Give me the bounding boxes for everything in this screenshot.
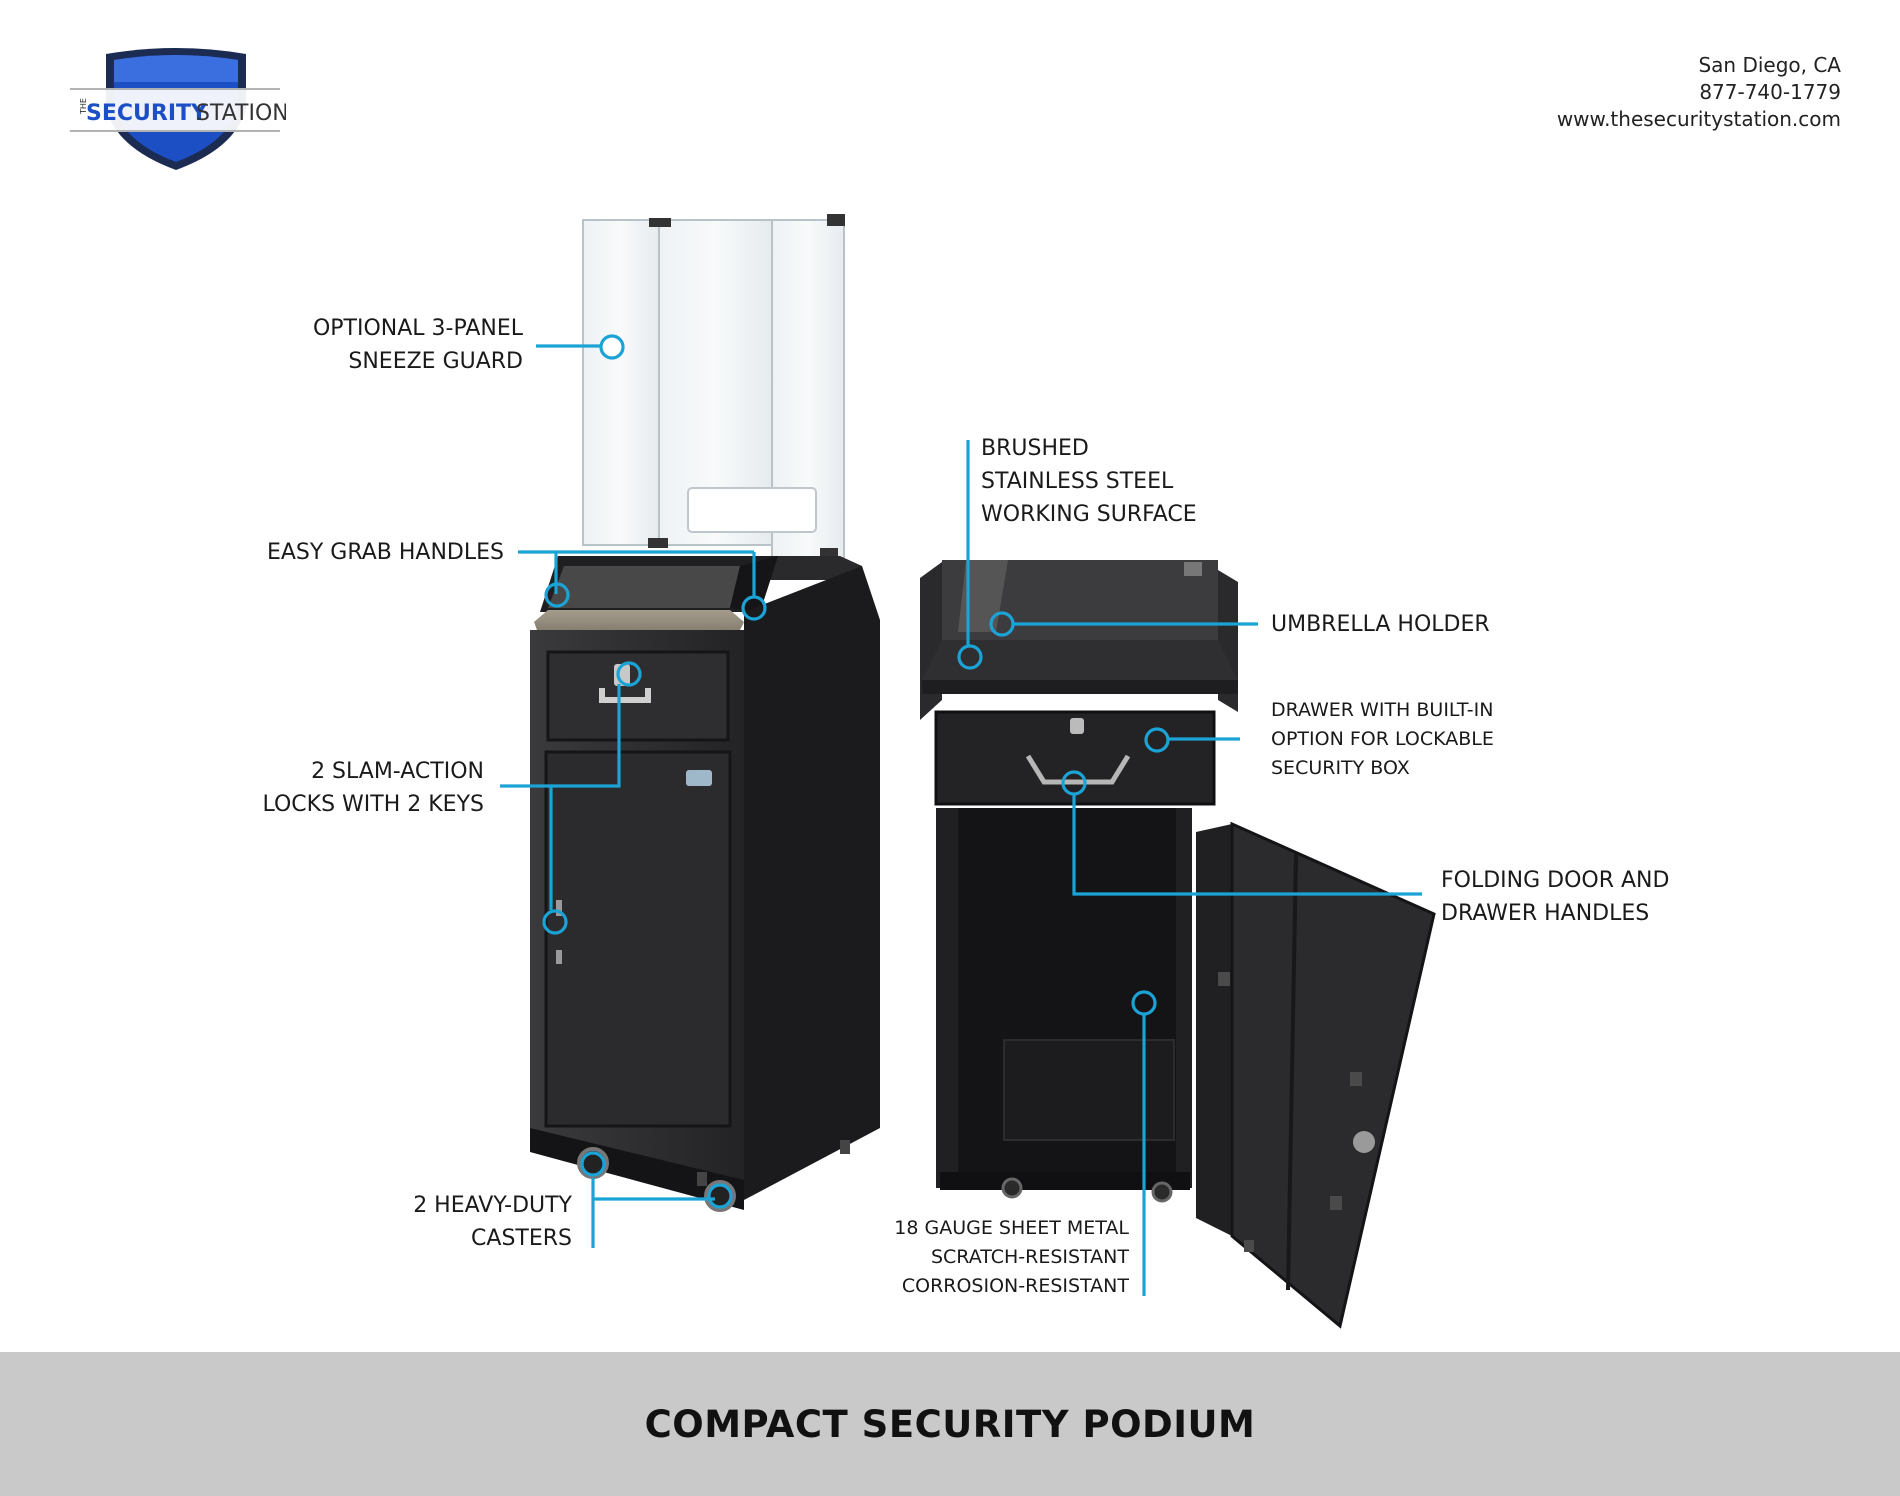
svg-text:THE: THE <box>79 98 88 115</box>
label-brushed-surface: BRUSHED STAINLESS STEEL WORKING SURFACE <box>981 436 1197 527</box>
contact-website: www.thesecuritystation.com <box>1556 107 1841 131</box>
label-grab-handles: EASY GRAB HANDLES <box>266 540 504 565</box>
footer-bar: COMPACT SECURITY PODIUM <box>0 1352 1900 1496</box>
label-sneeze-guard: OPTIONAL 3-PANEL SNEEZE GUARD <box>312 316 523 374</box>
right-podium <box>920 560 1436 1329</box>
logo-text-station: STATION <box>196 101 286 126</box>
sneeze-guard <box>582 214 845 566</box>
left-podium <box>530 214 880 1212</box>
contact-city: San Diego, CA <box>1698 53 1841 77</box>
contact-info: San Diego, CA 877-740-1779 www.thesecuri… <box>1557 52 1841 133</box>
label-slam-locks: 2 SLAM-ACTION LOCKS WITH 2 KEYS <box>262 759 484 817</box>
label-sheet-metal: 18 GAUGE SHEET METAL SCRATCH-RESISTANT C… <box>894 1217 1129 1297</box>
logo-text-security: SECURITY <box>86 101 208 126</box>
callout-line-folding <box>1072 794 1422 896</box>
label-folding-door: FOLDING DOOR AND DRAWER HANDLES <box>1441 868 1670 926</box>
label-umbrella-holder: UMBRELLA HOLDER <box>1271 612 1490 637</box>
page-title: COMPACT SECURITY PODIUM <box>644 1402 1256 1446</box>
label-casters: 2 HEAVY-DUTY CASTERS <box>413 1193 572 1251</box>
contact-phone: 877-740-1779 <box>1699 80 1841 104</box>
security-station-logo: THE SECURITY STATION <box>70 48 286 170</box>
callout-dot-sneeze-guard <box>599 334 625 360</box>
label-drawer: DRAWER WITH BUILT-IN OPTION FOR LOCKABLE… <box>1271 699 1494 779</box>
